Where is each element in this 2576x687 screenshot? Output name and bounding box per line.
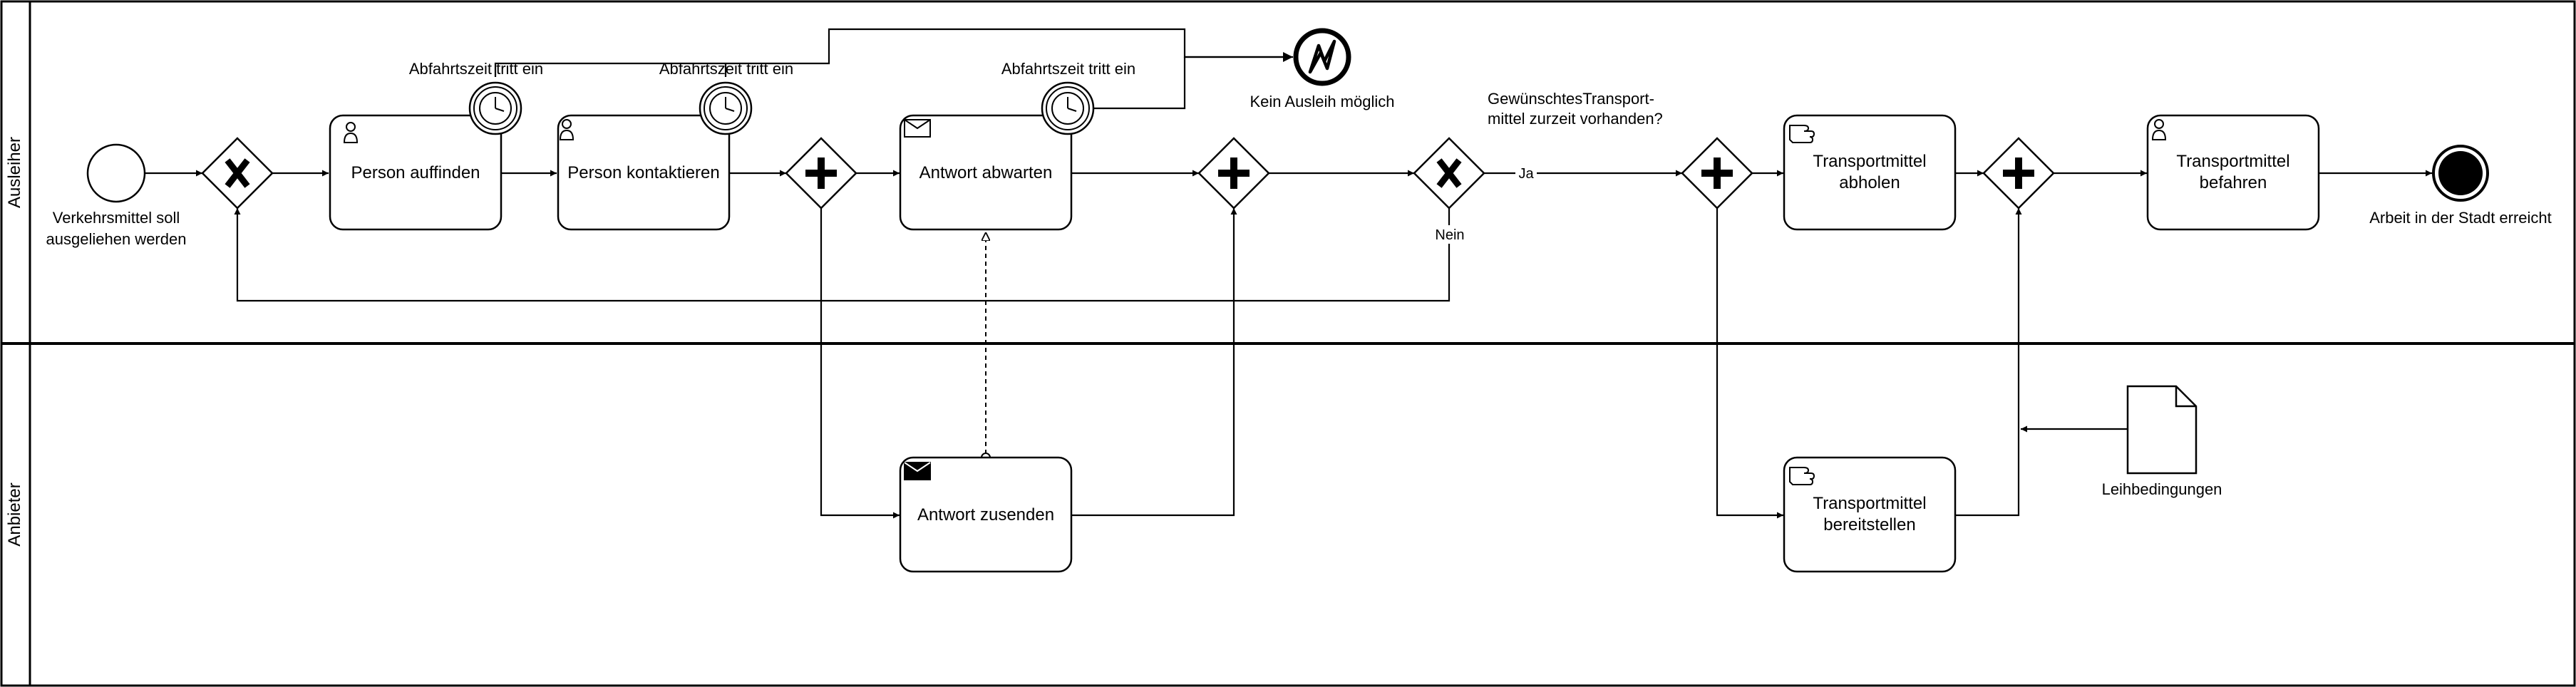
task-transportmittel-abholen[interactable] xyxy=(1783,114,1957,231)
gateway-question-line2: mittel zurzeit vorhanden? xyxy=(1488,110,1663,128)
timer1-label: Abfahrtszeit tritt ein xyxy=(409,60,543,78)
timer-boundary-event-1[interactable] xyxy=(468,81,522,135)
yes-label-bg xyxy=(1515,164,1537,182)
lightning-error-icon xyxy=(1308,39,1336,74)
start-event-label-1: Verkehrsmittel soll xyxy=(53,209,180,227)
end-event-fill xyxy=(2438,151,2483,195)
task-antwort-abwarten-label: Antwort abwarten xyxy=(919,163,1053,182)
user-icon xyxy=(559,119,575,140)
user-icon xyxy=(2151,119,2167,140)
task-person-auffinden[interactable] xyxy=(329,114,503,231)
task-person-kontaktieren-label: Person kontaktieren xyxy=(567,163,719,182)
x-marker-icon xyxy=(1436,158,1462,188)
document-label: Leihbedingungen xyxy=(2102,480,2222,498)
hand-icon xyxy=(1789,125,1815,143)
timer2-label: Abfahrtszeit tritt ein xyxy=(659,60,793,78)
flow-and3-to-bereitstellen[interactable] xyxy=(1716,208,1783,519)
timer-boundary-event-3[interactable] xyxy=(1041,81,1095,135)
flow-zusenden-to-and2[interactable] xyxy=(1071,208,1237,517)
task-bereitstellen-label-2: bereitstellen xyxy=(1823,515,1915,534)
task-abholen-label-2: abholen xyxy=(1839,173,1900,192)
gateway-no-label: Nein xyxy=(1435,227,1464,243)
task-transportmittel-befahren[interactable] xyxy=(2146,114,2320,231)
gateway-yes-label: Ja xyxy=(1518,166,1534,182)
plus-marker-icon xyxy=(1218,157,1250,189)
hand-icon xyxy=(1789,467,1815,485)
lane-title-anbieter: Anbieter xyxy=(5,482,24,546)
task-befahren-label-2: befahren xyxy=(2200,173,2267,192)
no-label-bg xyxy=(1434,225,1465,244)
task-bereitstellen-label-1: Transportmittel xyxy=(1813,494,1926,513)
task-transportmittel-bereitstellen[interactable] xyxy=(1783,456,1957,573)
envelope-icon xyxy=(904,119,931,138)
end-event-label: Arbeit in der Stadt erreicht xyxy=(2369,209,2552,227)
task-antwort-zusenden[interactable] xyxy=(899,456,1073,573)
document-icon[interactable] xyxy=(2126,385,2198,475)
flow-timer3-join[interactable] xyxy=(1068,57,1186,110)
timer-boundary-event-2[interactable] xyxy=(699,81,753,135)
and-gateway-1[interactable] xyxy=(785,137,857,210)
start-event-label-2: ausgeliehen werden xyxy=(46,230,187,248)
timer3-label: Abfahrtszeit tritt ein xyxy=(1001,60,1135,78)
flow-bereitstellen-to-and4[interactable] xyxy=(1955,208,2022,517)
task-befahren-label-1: Transportmittel xyxy=(2176,152,2289,171)
flow-xor2-no-to-xor1[interactable] xyxy=(234,208,1451,302)
task-antwort-abwarten[interactable] xyxy=(899,114,1073,231)
flow-and1-to-antwort-zusenden[interactable] xyxy=(820,208,900,519)
task-person-kontaktieren[interactable] xyxy=(557,114,731,231)
user-icon xyxy=(343,122,359,143)
gateway-question-line1: GewünschtesTransport- xyxy=(1488,90,1654,108)
and-gateway-2[interactable] xyxy=(1197,137,1270,210)
and-gateway-4[interactable] xyxy=(1982,137,2055,210)
error-end-event[interactable] xyxy=(1293,28,1351,86)
error-end-label: Kein Ausleih möglich xyxy=(1250,93,1394,110)
task-person-auffinden-label: Person auffinden xyxy=(351,163,480,182)
xor-gateway-1[interactable] xyxy=(201,137,274,210)
xor-gateway-2[interactable] xyxy=(1413,137,1485,210)
task-antwort-zusenden-label: Antwort zusenden xyxy=(917,505,1054,525)
sequence-flows xyxy=(145,28,2432,519)
plus-marker-icon xyxy=(2003,157,2034,189)
and-gateway-3[interactable] xyxy=(1681,137,1753,210)
plus-marker-icon xyxy=(805,157,837,189)
envelope-filled-icon xyxy=(904,462,931,480)
lane-title-ausleiher: Ausleiher xyxy=(5,137,24,208)
start-event[interactable] xyxy=(86,143,146,203)
x-marker-icon xyxy=(225,158,250,188)
task-abholen-label-1: Transportmittel xyxy=(1813,152,1926,171)
plus-marker-icon xyxy=(1701,157,1733,189)
